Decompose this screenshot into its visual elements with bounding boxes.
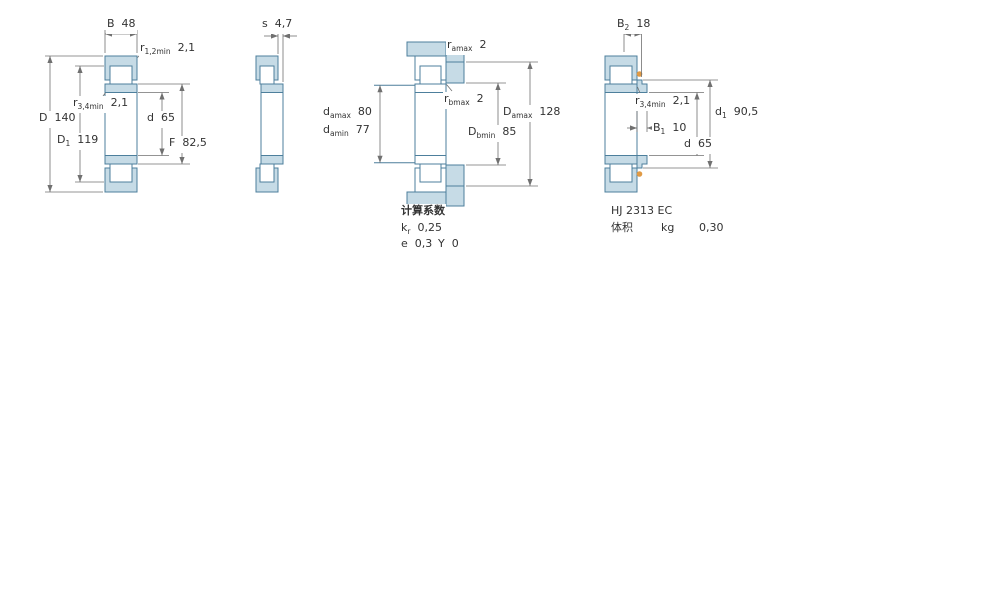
view2-displacement-section <box>255 55 284 193</box>
roller-top <box>609 65 633 85</box>
calculation-factors-title: 计算系数 <box>400 204 446 217</box>
hj-contact-marker-bottom <box>636 171 643 177</box>
roller-bottom <box>109 163 133 183</box>
inner-ring-top <box>260 83 284 93</box>
roller-top <box>419 65 442 85</box>
inner-ring-bottom <box>260 155 284 165</box>
view3-abutment-section <box>374 41 465 207</box>
inner-ring-top <box>604 83 638 93</box>
roller-top <box>259 65 275 85</box>
inner-ring-top <box>104 83 138 93</box>
hj-angle-ring-top <box>636 79 648 93</box>
roller-bottom <box>259 163 275 183</box>
inner-ring-top <box>414 83 447 93</box>
hj-volume-label: 体积 <box>610 221 634 234</box>
roller-bottom <box>419 163 442 183</box>
hj-contact-marker-top <box>636 71 643 77</box>
inner-ring-bottom <box>104 155 138 165</box>
view4-hj-section <box>604 55 648 193</box>
inner-ring-bottom <box>414 155 447 165</box>
view1-bearing-section <box>104 55 138 193</box>
hj-volume-value: 0,30 <box>698 221 725 234</box>
leader-rb <box>446 84 453 92</box>
leader-r34 <box>102 92 106 97</box>
hj-angle-ring-bottom <box>636 155 648 169</box>
leader-r34-hj <box>637 86 641 94</box>
view2-dimension-lines <box>264 32 297 82</box>
inner-ring-bottom <box>604 155 638 165</box>
roller-top <box>109 65 133 85</box>
roller-bottom <box>609 163 633 183</box>
hj-volume-unit: kg <box>660 221 676 234</box>
view3-dimension-lines <box>377 49 538 187</box>
hj-designation: HJ 2313 EC <box>610 204 674 217</box>
housing-block-top <box>406 41 447 57</box>
